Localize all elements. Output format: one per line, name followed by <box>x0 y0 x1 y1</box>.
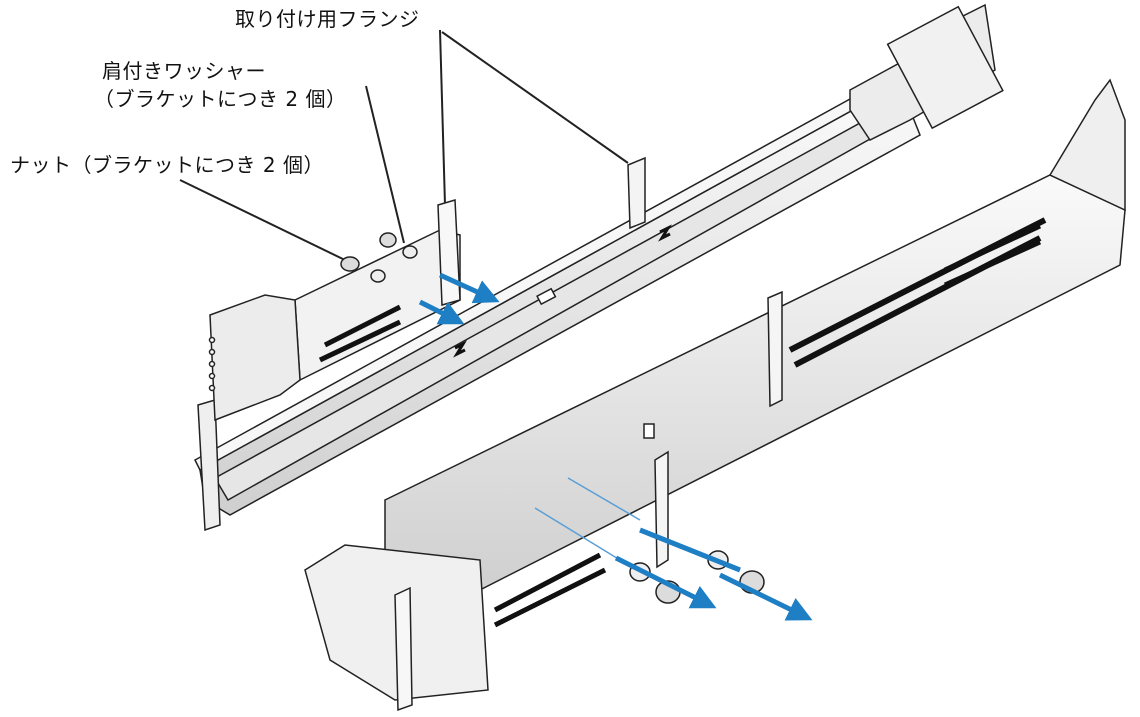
lower-front-bracket-flange <box>394 586 413 712</box>
front-bracket-upper <box>208 199 461 422</box>
arrow-lower-2 <box>614 555 717 609</box>
rail-clip-mark-2 <box>453 340 467 358</box>
lower-rail-tab <box>643 423 655 439</box>
leader-lines <box>179 29 629 262</box>
arrow-upper-1 <box>438 272 500 304</box>
washer-upper-1 <box>370 269 386 283</box>
upper-slide-rail <box>194 3 1004 532</box>
nut-upper-1 <box>340 256 360 272</box>
leader-washer <box>365 85 405 244</box>
lower-arrows <box>614 527 813 621</box>
bracket-slot-2 <box>323 304 402 348</box>
lower-rail-flange-front <box>654 450 669 569</box>
upper-arrows <box>418 272 500 325</box>
label-shoulder-washer: 肩付きワッシャー <box>102 59 266 83</box>
nut-upper-2 <box>379 232 397 248</box>
flange-holes-left <box>208 336 216 392</box>
leader-nut <box>179 179 348 262</box>
lower-slot-4 <box>943 239 1042 288</box>
washer-upper-2 <box>402 245 418 259</box>
bracket-slot-1 <box>318 319 402 363</box>
lower-slot-3 <box>943 223 1042 273</box>
arrow-lower-1 <box>639 527 741 573</box>
front-flange-upper-rail <box>197 399 221 532</box>
lower-rail-back-plate <box>1048 78 1126 212</box>
label-shoulder-washer-qty: （ブラケットにつき 2 個） <box>94 87 347 111</box>
front-bracket-upper-ear <box>209 294 301 422</box>
arrow-upper-2 <box>418 299 465 325</box>
rear-bracket-plate <box>886 5 1004 130</box>
lower-bracket-slot-1 <box>493 552 602 613</box>
rail-window <box>536 287 557 306</box>
label-mounting-flange: 取り付け用フランジ <box>235 7 420 31</box>
lower-guide-lines <box>534 477 641 561</box>
lower-rail <box>304 78 1126 712</box>
lower-bracket-slot-2 <box>493 567 607 628</box>
label-nut: ナット（ブラケットにつき 2 個） <box>10 153 324 177</box>
rail-clip-mark-1 <box>658 224 672 242</box>
leader-flange-b <box>441 31 629 164</box>
front-bracket-flange-strip <box>437 199 461 306</box>
arrow-lower-3 <box>718 572 813 621</box>
lower-rail-flange-mid <box>767 290 783 408</box>
mounting-flange-tab <box>627 156 646 230</box>
leader-flange-a <box>439 29 446 206</box>
upper-hardware <box>340 232 418 283</box>
